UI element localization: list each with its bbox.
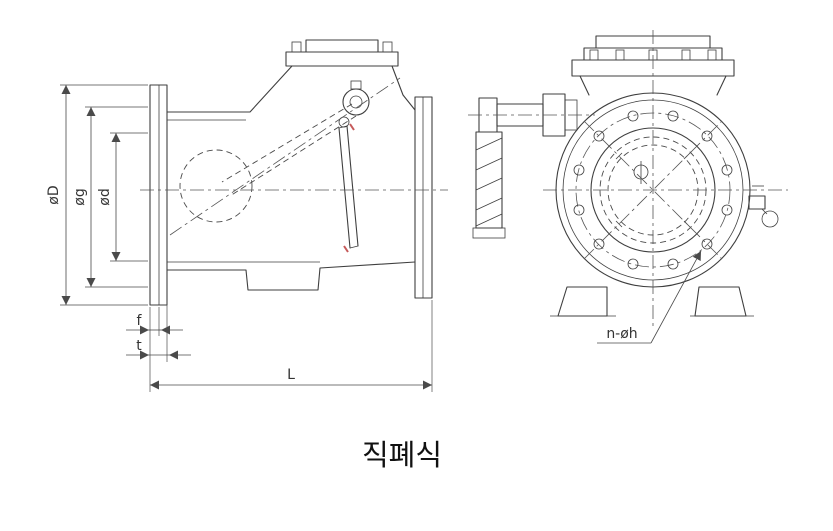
- dimension-bore-diameter: ød: [97, 132, 148, 262]
- dimension-gasket-diameter: øg: [72, 106, 148, 288]
- swing-arm-hidden: [221, 103, 357, 197]
- label-bore-diameter: ød: [97, 188, 113, 205]
- label-length: L: [287, 367, 295, 383]
- right-flange: [414, 96, 433, 299]
- label-outer-diameter: øD: [46, 185, 62, 204]
- drain-plug: [748, 185, 779, 228]
- bolt-holes: [573, 110, 733, 270]
- label-flange-thickness: t: [136, 338, 142, 354]
- left-view-centerlines: [140, 77, 448, 236]
- valve-body-outline: [166, 65, 416, 291]
- hinge-shaft-and-lever: [468, 93, 595, 239]
- dimension-face-height: f: [126, 307, 183, 392]
- front-view-centerlines: [543, 30, 788, 330]
- port-circle-hidden: [179, 149, 253, 223]
- label-bolt-holes: n-øh: [606, 326, 637, 342]
- dimension-outer-diameter: øD: [46, 84, 148, 306]
- drawing-caption: 직폐식: [362, 440, 442, 472]
- left-flange: [149, 84, 168, 306]
- bonnet-cap: [285, 39, 399, 67]
- hinge-pin-end: [633, 161, 649, 184]
- label-face-height: f: [137, 313, 143, 329]
- callout-bolt-holes: n-øh: [597, 250, 702, 344]
- support-feet: [550, 286, 754, 317]
- dimension-flange-thickness: t: [126, 300, 191, 362]
- disc-top-mark: [349, 123, 355, 131]
- dimensions: øD øg ød f: [46, 84, 433, 392]
- hinge-pin-boss: [342, 80, 370, 116]
- valve-disc: [338, 116, 359, 253]
- dimension-length: L: [150, 300, 433, 392]
- disc-bottom-mark: [343, 245, 349, 253]
- left-view-side-section: [140, 39, 448, 306]
- label-gasket-diameter: øg: [72, 188, 88, 205]
- right-view-front: n-øh: [468, 30, 788, 344]
